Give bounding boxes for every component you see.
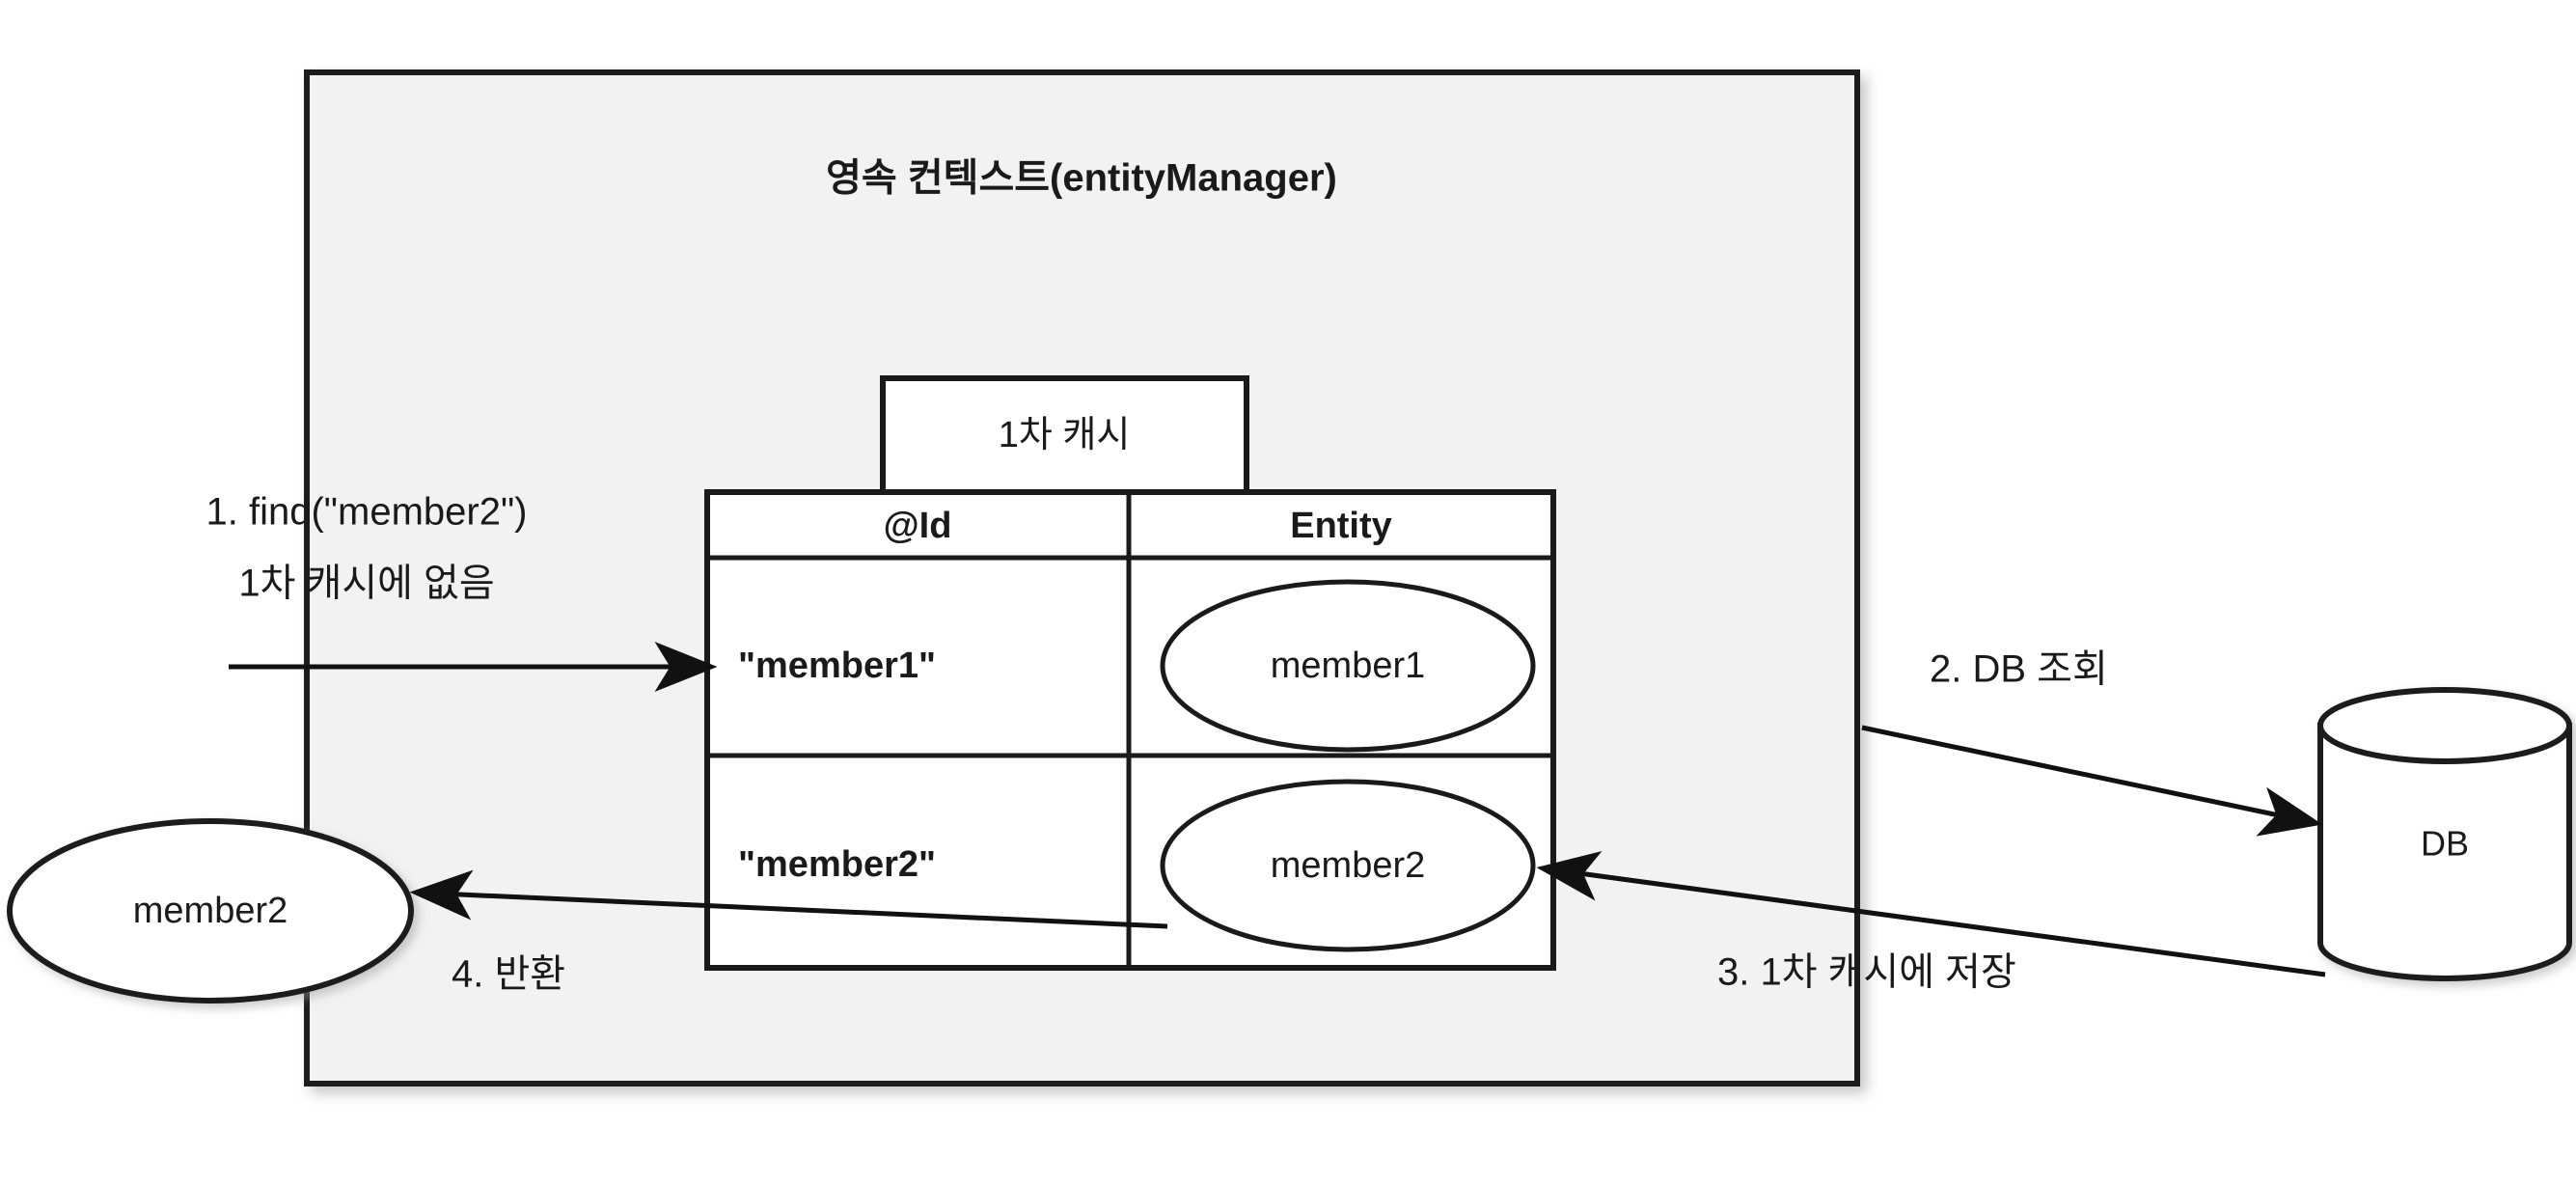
step-label-4: 4. 반환	[452, 953, 565, 996]
returned-entity-label: member2	[133, 891, 288, 931]
step-1-line-2: 1차 캐시에 없음	[238, 563, 494, 605]
entity-label-member2: member2	[1271, 845, 1426, 886]
arrow-return-entity	[409, 869, 1168, 929]
database-top-ellipse	[2317, 687, 2572, 764]
first-level-cache-label: 1차 캐시	[999, 415, 1131, 455]
row-key-member2: "member2"	[738, 844, 936, 885]
database-label: DB	[2421, 824, 2469, 864]
step-label-1: 1. find("member2") 1차 캐시에 없음	[206, 491, 528, 605]
first-level-cache-rect	[880, 375, 1249, 495]
step-1-line-1: 1. find("member2")	[206, 491, 528, 534]
step-label-2: 2. DB 조회	[1930, 648, 2108, 691]
persistence-context-title: 영속 컨텍스트(entityManager)	[826, 157, 1337, 200]
arrow-store-in-cache	[1536, 850, 2326, 977]
returned-entity-node: member2	[7, 818, 414, 1004]
table-row: "member2" member2	[738, 779, 1536, 952]
entity-label-member1: member1	[1271, 646, 1426, 686]
row-key-member1: "member1"	[738, 646, 936, 686]
table-row: "member1" member1	[738, 579, 1536, 753]
database-cylinder: DB	[2317, 687, 2572, 981]
database-body	[2317, 723, 2572, 981]
step-label-3: 3. 1차 캐시에 저장	[1717, 951, 2016, 994]
entity-ellipse-member2	[1160, 779, 1536, 952]
first-level-cache-box: 1차 캐시	[880, 375, 1249, 495]
entity-ellipse-member1	[1160, 579, 1536, 753]
cache-table: @Id Entity "member1" member1 "member2" m…	[704, 489, 1556, 971]
column-header-id: @Id	[884, 506, 952, 546]
arrow-db-query	[1861, 725, 2323, 837]
column-header-entity: Entity	[1290, 506, 1392, 546]
